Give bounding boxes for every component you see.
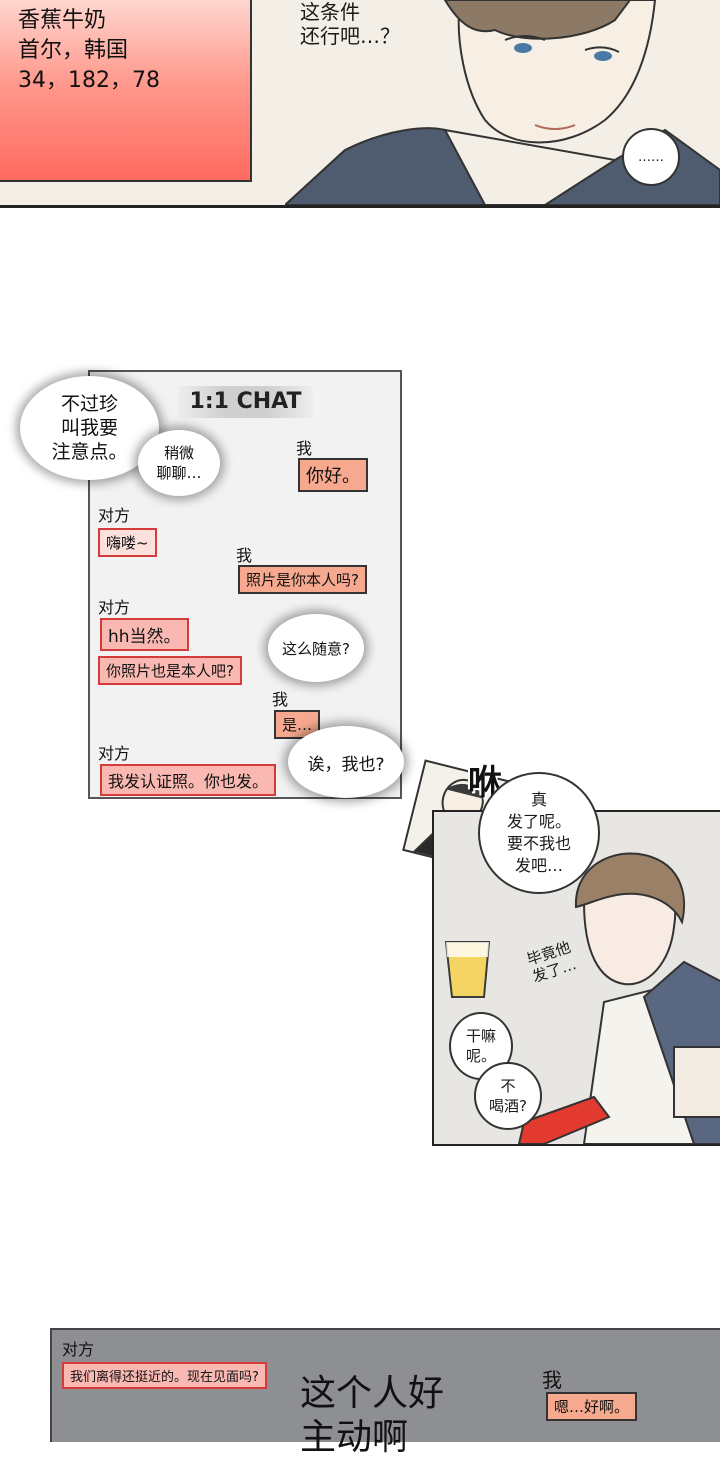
chat-message-them-4: 我发认证照。你也发。 xyxy=(100,764,277,796)
chat-title: 1:1 CHAT xyxy=(178,386,313,418)
profile-card: 香蕉牛奶 首尔，韩国 34，182，78 xyxy=(0,0,252,182)
chat-message-meet-now: 我们离得还挺近的。现在见面吗? xyxy=(62,1362,267,1389)
panel-profile: 香蕉牛奶 首尔，韩国 34，182，78 这条件 还行吧…？ …… xyxy=(0,0,720,208)
sender-label-me: 我 xyxy=(272,690,289,709)
thought-burst-me-too: 诶，我也? xyxy=(290,728,402,796)
thought-burst-so-casual: 这么随意? xyxy=(270,616,362,680)
chat-window-bottom: 对方 我们离得还挺近的。现在见面吗? 我 嗯…好啊。 xyxy=(50,1328,720,1442)
chat-message-them-3: 你照片也是本人吧? xyxy=(98,656,242,685)
sender-label-them: 对方 xyxy=(98,598,131,617)
sender-label-me: 我 xyxy=(542,1368,562,1392)
speech-bubble-no-drink: 不 喝酒? xyxy=(474,1062,542,1130)
caption-so-forward: 这个人好 主动啊 xyxy=(300,1373,445,1458)
thought-bubble-should-i-send: 真 发了呢。 要不我也 发吧… xyxy=(478,772,600,894)
profile-nickname: 香蕉牛奶 xyxy=(18,8,107,33)
chat-message-me-2: 照片是你本人吗? xyxy=(238,565,367,594)
caption-line-1: 这条件 xyxy=(300,0,360,24)
sender-label-them: 对方 xyxy=(62,1340,95,1359)
chat-message-them-2: hh当然。 xyxy=(100,618,189,651)
chat-message-me-1: 你好。 xyxy=(298,458,368,492)
profile-location: 首尔，韩国 xyxy=(18,38,129,63)
caption-condition: 这条件 还行吧…？ xyxy=(300,0,400,48)
ellipsis-speech-bubble: …… xyxy=(622,128,680,186)
caption-line-2: 还行吧…？ xyxy=(300,24,400,48)
sender-label-them: 对方 xyxy=(98,744,131,763)
thought-burst-chat-a-bit: 稍微 聊聊… xyxy=(140,432,218,494)
chat-message-ok: 嗯…好啊。 xyxy=(546,1392,638,1421)
sender-label-them: 对方 xyxy=(98,506,131,525)
sender-label-me: 我 xyxy=(236,546,253,565)
sender-label-me: 我 xyxy=(296,439,313,458)
thought-burst-zhen: 不过珍 叫我要 注意点。 xyxy=(22,378,157,478)
profile-stats: 34，182，78 xyxy=(18,68,160,93)
chat-message-them-1: 嗨喽~ xyxy=(98,528,157,557)
